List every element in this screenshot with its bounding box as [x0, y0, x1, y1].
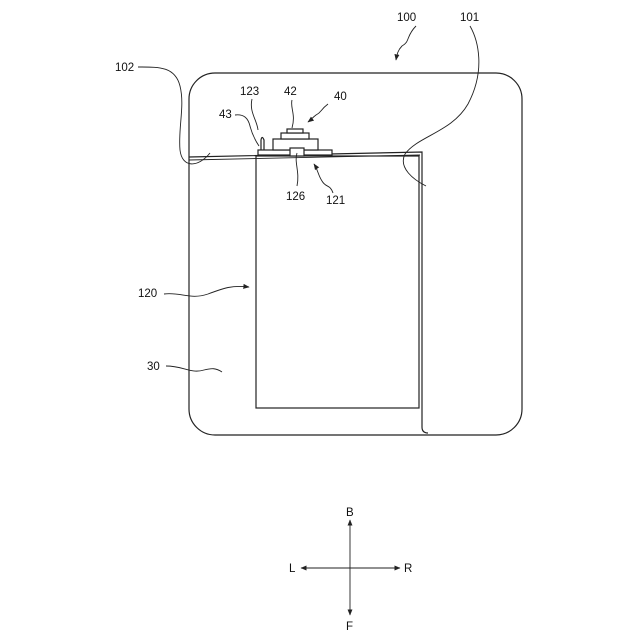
label-120: 120: [138, 288, 157, 300]
liner-outline: [189, 152, 428, 433]
label-43: 43: [219, 109, 232, 121]
leader-40: [308, 104, 328, 122]
leader-30: [166, 366, 222, 372]
label-102: 102: [115, 62, 134, 74]
leader-42: [292, 100, 294, 128]
leader-123: [251, 99, 258, 130]
terminal-cap: [281, 133, 309, 139]
direction-front-label: F: [346, 621, 353, 633]
direction-right-label: R: [404, 563, 412, 575]
leader-100: [396, 26, 416, 60]
terminal-nut: [287, 129, 303, 133]
label-30: 30: [147, 361, 160, 373]
leader-121: [314, 164, 333, 193]
battery-pack: [256, 156, 419, 408]
leader-101: [403, 26, 479, 186]
terminal-assembly: [258, 129, 332, 156]
direction-back-label: B: [346, 507, 354, 519]
label-121: 121: [326, 195, 345, 207]
direction-indicator: B F L R: [289, 507, 412, 633]
leader-102: [138, 67, 210, 164]
leader-120: [164, 286, 249, 296]
label-126: 126: [286, 191, 305, 203]
terminal-lead-43: [261, 138, 264, 151]
housing-outline: [189, 73, 522, 435]
label-42: 42: [284, 86, 297, 98]
label-123: 123: [240, 86, 259, 98]
label-100: 100: [397, 12, 416, 24]
label-40: 40: [334, 91, 347, 103]
direction-left-label: L: [289, 563, 296, 575]
label-101: 101: [460, 12, 479, 24]
